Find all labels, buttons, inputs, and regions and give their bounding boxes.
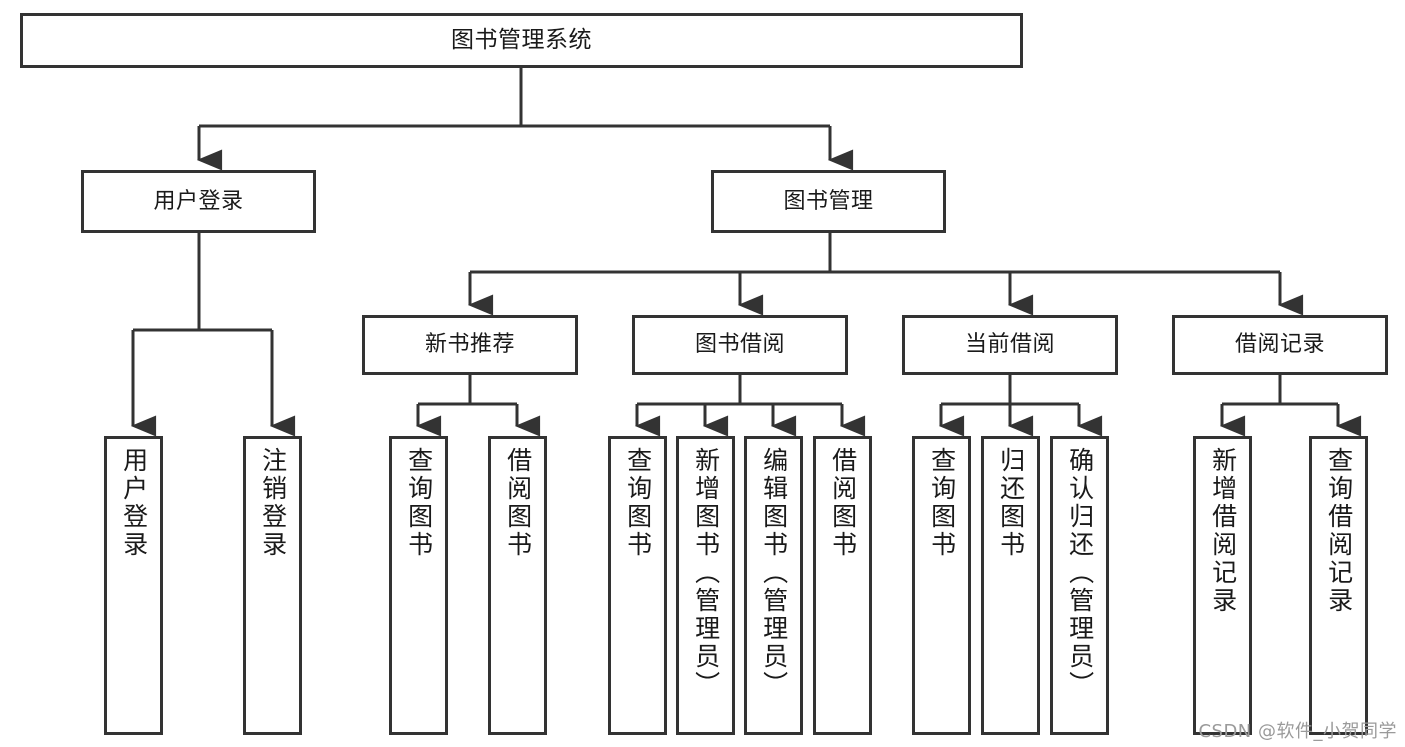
node-root-label: 图书管理系统: [451, 26, 592, 53]
leaf-borrow-book[interactable]: 借阅图书: [813, 436, 872, 735]
leaf-add-borrow-record[interactable]: 新增借阅记录: [1193, 436, 1252, 735]
node-book-management-label: 图书管理: [783, 188, 874, 214]
leaf-borrow-book-recommend[interactable]: 借阅图书: [488, 436, 547, 735]
leaf-return-book-label: 归还图书: [996, 447, 1026, 559]
leaf-query-book-current-label: 查询图书: [927, 447, 957, 559]
node-user-login[interactable]: 用户登录: [81, 170, 316, 233]
leaf-logout-label: 注销登录: [258, 447, 288, 559]
leaf-query-book-recommend-label: 查询图书: [404, 447, 434, 559]
watermark: CSDN @软件_小贺同学: [1198, 721, 1397, 742]
node-book-management[interactable]: 图书管理: [711, 170, 946, 233]
leaf-query-book[interactable]: 查询图书: [608, 436, 667, 735]
leaf-add-book-admin[interactable]: 新增图书（管理员）: [676, 436, 735, 735]
node-new-book-recommend-label: 新书推荐: [424, 332, 515, 358]
leaf-query-book-recommend[interactable]: 查询图书: [389, 436, 448, 735]
node-book-borrow[interactable]: 图书借阅: [632, 315, 848, 375]
node-current-borrow-label: 当前借阅: [964, 332, 1055, 358]
leaf-confirm-return-admin[interactable]: 确认归还（管理员）: [1050, 436, 1109, 735]
leaf-edit-book-admin-label: 编辑图书（管理员）: [759, 447, 789, 699]
node-borrow-record[interactable]: 借阅记录: [1172, 315, 1388, 375]
leaf-confirm-return-admin-label: 确认归还（管理员）: [1065, 447, 1095, 699]
leaf-logout[interactable]: 注销登录: [243, 436, 302, 735]
node-user-login-label: 用户登录: [153, 188, 244, 214]
node-root[interactable]: 图书管理系统: [20, 13, 1023, 68]
leaf-query-borrow-record[interactable]: 查询借阅记录: [1309, 436, 1368, 735]
leaf-return-book[interactable]: 归还图书: [981, 436, 1040, 735]
leaf-query-book-current[interactable]: 查询图书: [912, 436, 971, 735]
leaf-user-login[interactable]: 用户登录: [104, 436, 163, 735]
leaf-add-book-admin-label: 新增图书（管理员）: [691, 447, 721, 699]
node-new-book-recommend[interactable]: 新书推荐: [362, 315, 578, 375]
leaf-add-borrow-record-label: 新增借阅记录: [1208, 447, 1238, 615]
leaf-edit-book-admin[interactable]: 编辑图书（管理员）: [744, 436, 803, 735]
node-book-borrow-label: 图书借阅: [694, 332, 785, 358]
node-current-borrow[interactable]: 当前借阅: [902, 315, 1118, 375]
node-borrow-record-label: 借阅记录: [1234, 332, 1325, 358]
leaf-query-borrow-record-label: 查询借阅记录: [1324, 447, 1354, 615]
leaf-query-book-label: 查询图书: [623, 447, 653, 559]
leaf-user-login-label: 用户登录: [119, 447, 149, 559]
leaf-borrow-book-recommend-label: 借阅图书: [503, 447, 533, 559]
leaf-borrow-book-label: 借阅图书: [828, 447, 858, 559]
